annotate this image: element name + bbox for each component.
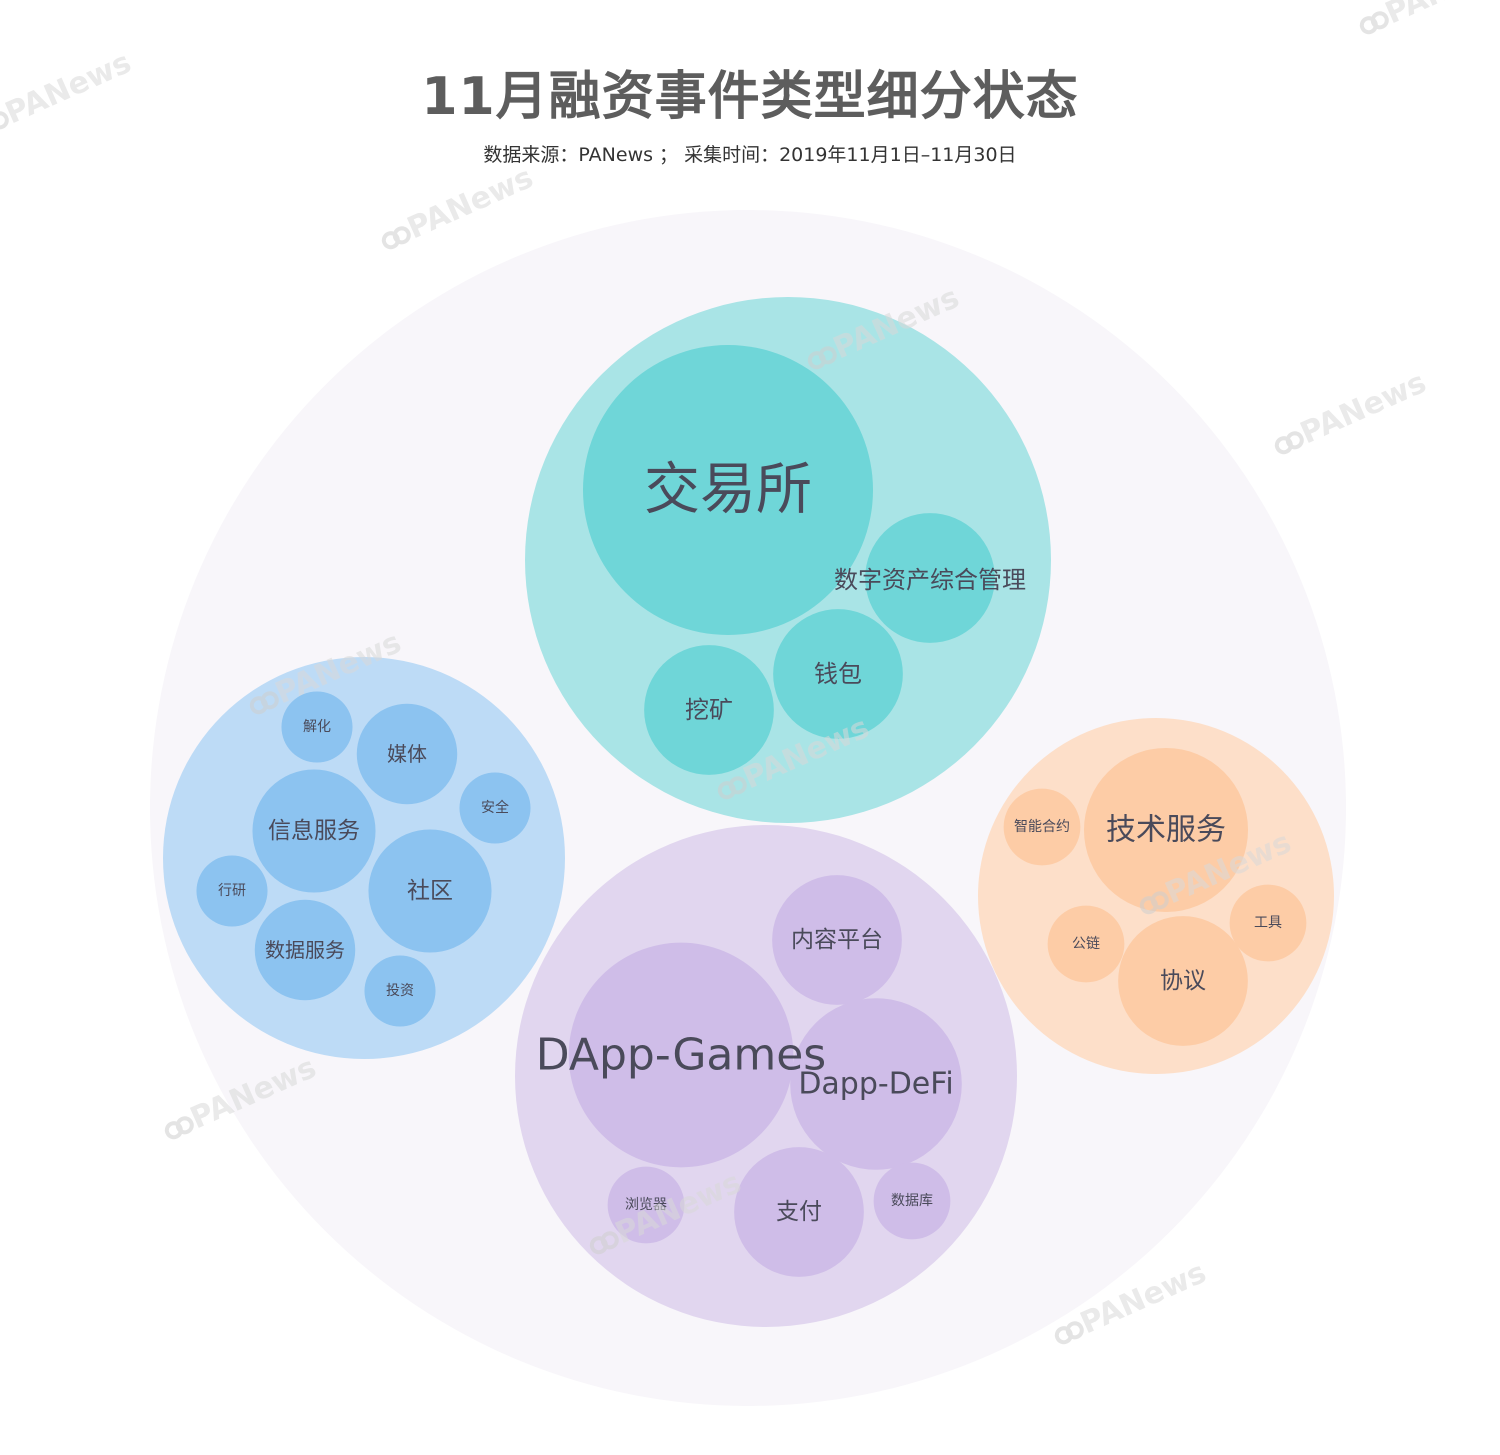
bubble-label-dapp-2: 内容平台 xyxy=(791,927,883,953)
bubble-dapp-3 xyxy=(734,1147,864,1277)
bubble-dapp-2 xyxy=(772,875,902,1005)
bubble-label-info-6: 行研 xyxy=(218,883,246,899)
bubble-label-tech-2: 智能合约 xyxy=(1014,819,1070,835)
bubble-label-exchange-3: 挖矿 xyxy=(685,696,733,724)
bubble-label-exchange-2: 钱包 xyxy=(814,660,862,688)
bubble-label-dapp-1: Dapp-DeFi xyxy=(798,1067,953,1102)
bubble-tech-4 xyxy=(1229,884,1307,962)
bubble-dapp-0 xyxy=(568,942,794,1168)
bubble-label-tech-3: 公链 xyxy=(1072,936,1100,952)
bubble-tech-3 xyxy=(1047,905,1125,983)
bubble-label-dapp-4: 浏览器 xyxy=(625,1197,667,1213)
bubble-label-tech-0: 技术服务 xyxy=(1106,813,1226,848)
bubble-label-info-0: 信息服务 xyxy=(268,818,360,844)
bubble-label-info-2: 媒体 xyxy=(387,742,427,766)
bubble-label-info-7: 投资 xyxy=(386,983,414,999)
bubble-tech-2 xyxy=(1003,788,1081,866)
chart-title: 11月融资事件类型细分状态 xyxy=(421,67,1079,127)
bubble-dapp-4 xyxy=(607,1166,685,1244)
bubble-info-2 xyxy=(356,703,458,805)
bubble-label-exchange-1: 数字资产综合管理 xyxy=(834,566,1026,594)
bubble-tech-1 xyxy=(1118,916,1248,1046)
bubble-tech-0 xyxy=(1083,747,1249,913)
bubble-label-exchange-0: 交易所 xyxy=(644,458,812,523)
bubble-info-4 xyxy=(281,691,353,763)
bubble-dapp-5 xyxy=(873,1162,951,1240)
bubble-dapp-1 xyxy=(790,998,962,1170)
bubble-label-tech-1: 协议 xyxy=(1160,968,1206,994)
bubble-label-info-4: 解化 xyxy=(303,719,331,735)
bubble-label-dapp-5: 数据库 xyxy=(891,1193,933,1209)
bubble-info-6 xyxy=(196,855,268,927)
bubble-exchange-3 xyxy=(644,645,774,775)
bubble-label-dapp-3: 支付 xyxy=(776,1199,822,1225)
bubble-label-info-1: 社区 xyxy=(407,878,453,904)
bubble-info-7 xyxy=(364,955,436,1027)
bubble-info-5 xyxy=(459,772,531,844)
bubble-exchange-1 xyxy=(865,513,995,643)
bubble-exchange-2 xyxy=(773,609,903,739)
bubble-info-1 xyxy=(368,829,492,953)
chart-subtitle: 数据来源：PANews ； 采集时间：2019年11月1日–11月30日 xyxy=(483,144,1017,166)
bubble-exchange-0 xyxy=(583,345,873,635)
bubble-info-0 xyxy=(252,769,376,893)
bubble-label-tech-4: 工具 xyxy=(1254,915,1282,931)
bubble-label-dapp-0: DApp-Games xyxy=(536,1030,826,1081)
bubble-label-info-5: 安全 xyxy=(481,799,509,816)
bubble-info-3 xyxy=(254,899,356,1001)
bubble-label-info-3: 数据服务 xyxy=(265,938,345,962)
